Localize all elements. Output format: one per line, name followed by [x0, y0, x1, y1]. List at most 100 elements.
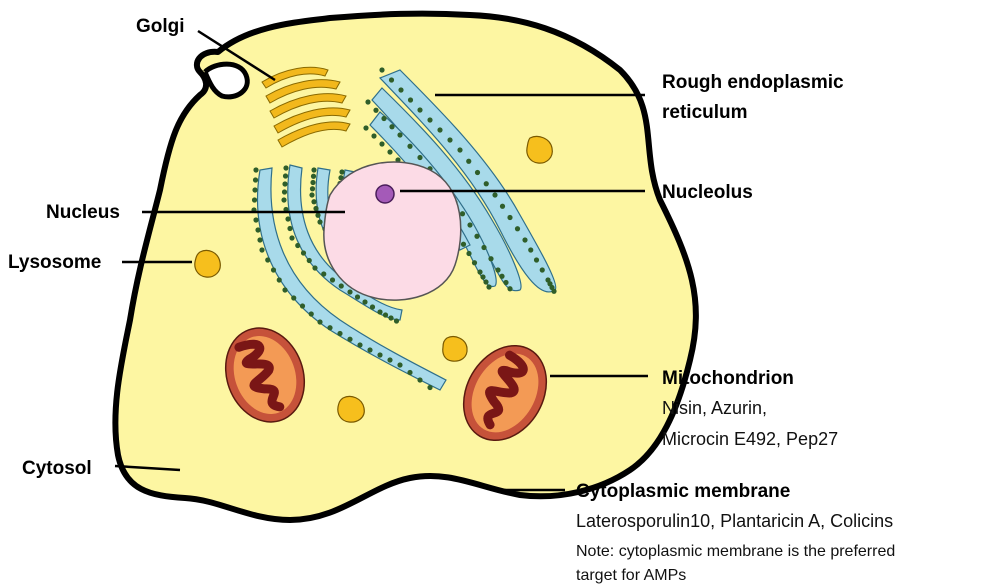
ribosome-dot — [488, 256, 493, 261]
ribosome-dot — [427, 385, 432, 390]
ribosome-dot — [371, 133, 376, 138]
ribosome-dot — [259, 247, 264, 252]
note-line-1: Note: cytoplasmic membrane is the prefer… — [576, 543, 895, 560]
ribosome-dot — [362, 299, 367, 304]
ribosome-dot — [475, 170, 480, 175]
ribosome-dot — [355, 294, 360, 299]
ribosome-dot — [295, 243, 300, 248]
ribosome-dot — [551, 289, 556, 294]
ribosome-dot — [357, 342, 362, 347]
ribosome-dot — [474, 234, 479, 239]
ribosome-dot — [310, 186, 315, 191]
ribosome-dot — [486, 284, 491, 289]
ribosome-dot — [252, 197, 257, 202]
ribosome-dot — [339, 283, 344, 288]
mitochondrion-amps-1: Nisin, Azurin, — [662, 398, 767, 418]
ribosome-dot — [283, 173, 288, 178]
ribosome-dot — [327, 325, 332, 330]
ribosome-dot — [540, 267, 545, 272]
ribosome-dot — [339, 169, 344, 174]
ribosome-dot — [408, 97, 413, 102]
ribosome-dot — [503, 280, 508, 285]
ribosome-dot — [282, 287, 287, 292]
ribosome-dot — [379, 67, 384, 72]
ribosome-dot — [377, 309, 382, 314]
ribosome-dot — [330, 277, 335, 282]
ribosome-dot — [495, 267, 500, 272]
ribosome-dot — [363, 125, 368, 130]
ribosome-dot — [253, 177, 258, 182]
ribosome-dot — [460, 211, 465, 216]
ribosome-dot — [507, 215, 512, 220]
ribosome-dot — [484, 181, 489, 186]
ribosome-dot — [507, 286, 512, 291]
cytosol-label: Cytosol — [22, 458, 92, 479]
lysosome — [338, 396, 364, 422]
ribosome-dot — [457, 147, 462, 152]
ribosome-dot — [313, 206, 318, 211]
mitochondrion-label: Mitochondrion — [662, 368, 794, 389]
ribosome-dot — [311, 167, 316, 172]
ribosome-dot — [253, 167, 258, 172]
ribosome-dot — [480, 274, 485, 279]
ribosome-dot — [407, 370, 412, 375]
lysosome — [527, 136, 552, 163]
ribosome-dot — [315, 213, 320, 218]
ribosome-dot — [321, 271, 326, 276]
ribosome-dot — [282, 181, 287, 186]
ribosome-dot — [253, 217, 258, 222]
ribosome-dot — [407, 144, 412, 149]
ribosome-dot — [300, 303, 305, 308]
ribosome-dot — [255, 227, 260, 232]
ribosome-dot — [383, 312, 388, 317]
nucleus — [324, 162, 461, 300]
lysosome — [195, 250, 220, 277]
nucleolus-label: Nucleolus — [662, 182, 753, 203]
ribosome-dot — [467, 222, 472, 227]
ribosome-dot — [310, 180, 315, 185]
ribosome-dot — [277, 277, 282, 282]
ribosome-dot — [283, 165, 288, 170]
ribosome-dot — [477, 269, 482, 274]
ribosome-dot — [289, 235, 294, 240]
ribosome-dot — [483, 279, 488, 284]
ribosome-dot — [379, 141, 384, 146]
ribosome-dot — [373, 108, 378, 113]
ribosome-dot — [252, 187, 257, 192]
membrane-label: Cytoplasmic membrane — [576, 481, 790, 502]
ribosome-dot — [534, 257, 539, 262]
ribosome-dot — [311, 199, 316, 204]
ribosome-dot — [492, 192, 497, 197]
ribosome-dot — [447, 137, 452, 142]
ribosome-dot — [282, 189, 287, 194]
ribosome-dot — [427, 117, 432, 122]
nucleolus — [376, 185, 394, 203]
golgi-label: Golgi — [136, 16, 185, 37]
ribosome-dot — [522, 237, 527, 242]
ribosome-dot — [281, 197, 286, 202]
ribosome-dot — [370, 304, 375, 309]
lysosome-label: Lysosome — [8, 252, 101, 273]
ribosome-dot — [309, 311, 314, 316]
ribosome-dot — [347, 337, 352, 342]
ribosome-dot — [257, 237, 262, 242]
ribosome-dot — [417, 377, 422, 382]
ribosome-dot — [389, 124, 394, 129]
ribosome-dot — [265, 257, 270, 262]
ribosome-dot — [398, 87, 403, 92]
membrane-amps: Laterosporulin10, Plantaricin A, Colicin… — [576, 511, 893, 531]
ribosome-dot — [472, 260, 477, 265]
ribosome-dot — [466, 159, 471, 164]
ribosome-dot — [301, 250, 306, 255]
mitochondrion-amps-2: Microcin E492, Pep27 — [662, 429, 838, 449]
ribosome-dot — [394, 318, 399, 323]
ribosome-dot — [417, 107, 422, 112]
ribosome-dot — [499, 274, 504, 279]
ribosome-dot — [312, 265, 317, 270]
ribosome-dot — [461, 242, 466, 247]
ribosome-dot — [387, 149, 392, 154]
ribosome-dot — [317, 319, 322, 324]
rough-er-label-2: reticulum — [662, 102, 748, 123]
ribosome-dot — [381, 116, 386, 121]
ribosome-dot — [347, 289, 352, 294]
